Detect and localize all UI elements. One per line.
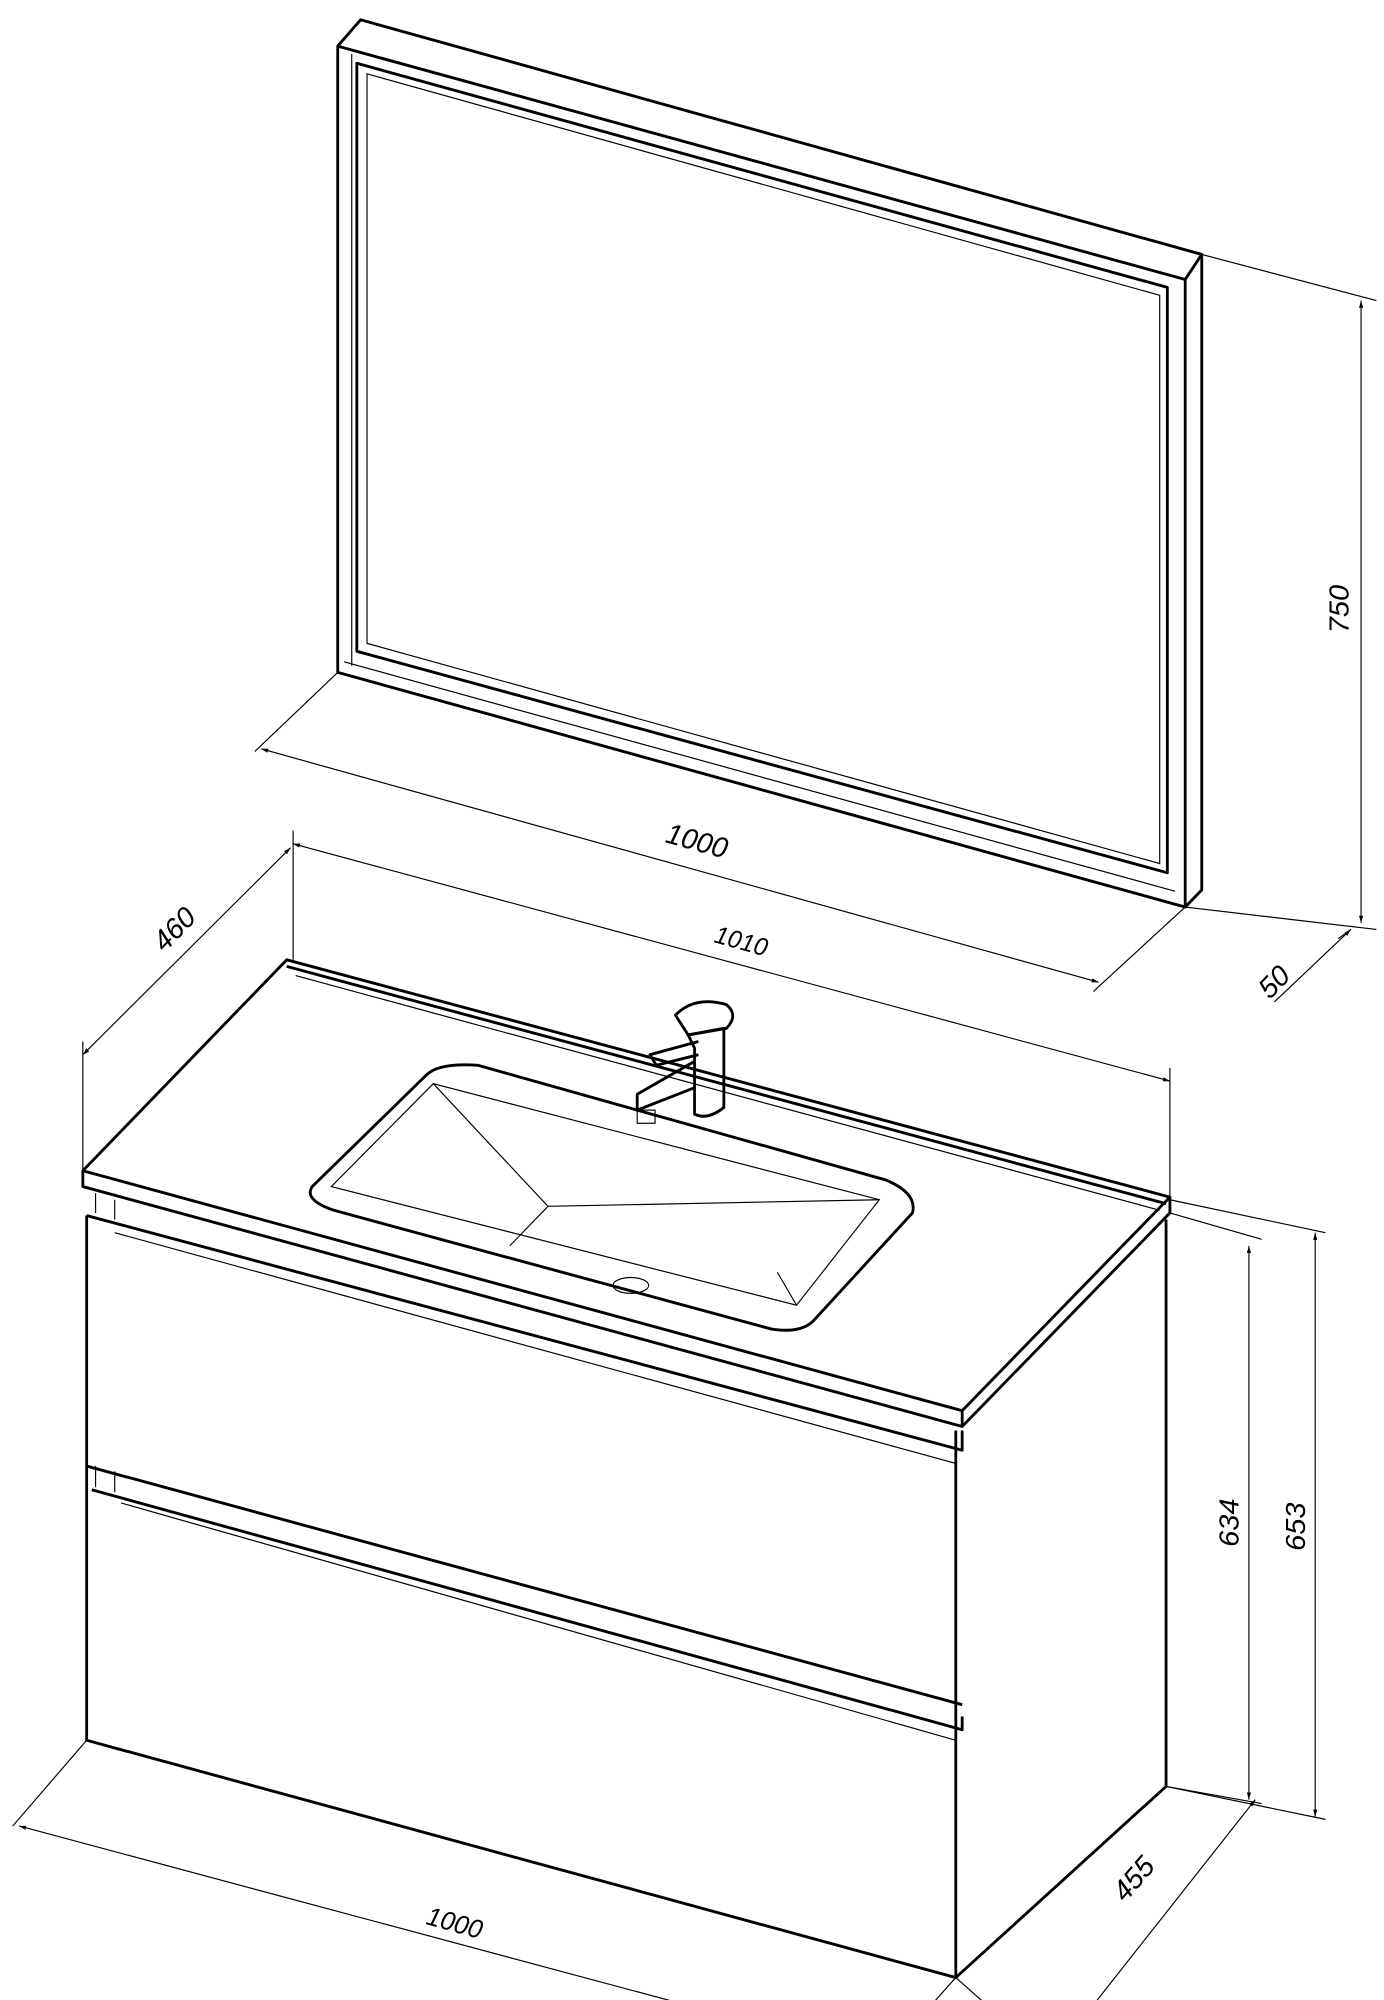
dim-cabinet-depth: 455 bbox=[1107, 1850, 1162, 1908]
cabinet bbox=[85, 1193, 1168, 1980]
dim-cabinet-width: 1000 bbox=[424, 1902, 486, 1945]
dimension-lines bbox=[12, 253, 1377, 2000]
dim-cabinet-height: 634 bbox=[1214, 1499, 1245, 1547]
mirror bbox=[336, 18, 1204, 909]
dim-countertop-width: 1010 bbox=[712, 921, 771, 962]
dim-mirror-width: 1000 bbox=[663, 817, 732, 865]
dim-total-height: 653 bbox=[1280, 1502, 1311, 1551]
countertop bbox=[81, 958, 1172, 1428]
faucet bbox=[635, 1000, 735, 1124]
dim-mirror-depth: 50 bbox=[1252, 959, 1296, 1005]
dim-countertop-depth: 460 bbox=[147, 901, 202, 958]
dim-mirror-height: 750 bbox=[1324, 585, 1355, 634]
